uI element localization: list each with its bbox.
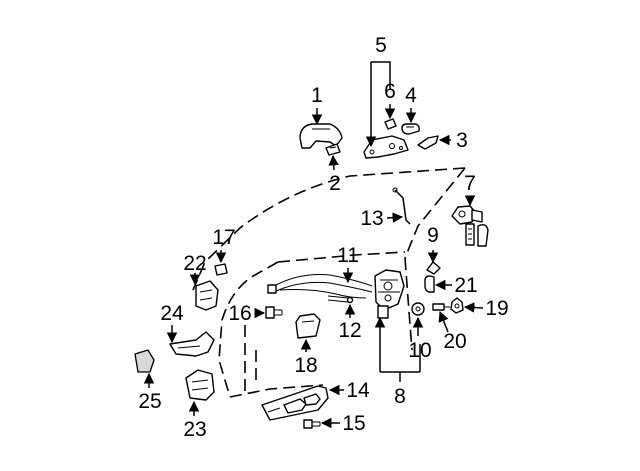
callout-16: 16	[228, 302, 251, 325]
callout-22: 22	[183, 252, 206, 275]
door-outline	[192, 167, 466, 398]
callout-12: 12	[338, 319, 361, 342]
callout-14: 14	[346, 379, 370, 402]
callout-labels: 1 2 3 4 5 6 7 8 9 10 11 12 13 14 15 16 1…	[138, 34, 508, 441]
part-10-washer[interactable]	[411, 302, 425, 316]
callout-25: 25	[138, 390, 161, 413]
part-7-lock-cylinder-and-keys[interactable]	[451, 205, 489, 247]
part-19-striker-clip[interactable]	[450, 297, 464, 314]
callout-18: 18	[294, 354, 317, 377]
part-13-lock-rod[interactable]	[392, 187, 411, 225]
callout-11: 11	[337, 244, 359, 267]
part-24-check-arm[interactable]	[169, 331, 215, 357]
callout-19: 19	[485, 297, 508, 320]
part-20-bolt[interactable]	[432, 303, 450, 311]
callout-21: 21	[454, 274, 477, 297]
part-16-bolt[interactable]	[265, 306, 283, 319]
part-9-clip[interactable]	[426, 261, 441, 275]
callout-2: 2	[329, 172, 341, 195]
part-12-rod[interactable]	[327, 295, 354, 304]
callout-15: 15	[342, 412, 365, 435]
part-3-cover[interactable]	[417, 135, 439, 150]
part-11-cables[interactable]	[267, 274, 373, 299]
part-15-screw[interactable]	[303, 419, 321, 429]
part-18-cover[interactable]	[295, 313, 321, 339]
part-25-bracket[interactable]	[134, 349, 155, 373]
callout-5: 5	[375, 34, 387, 57]
part-8-latch-assembly[interactable]	[374, 269, 405, 319]
part-17-grommet[interactable]	[214, 263, 228, 276]
callout-24: 24	[160, 302, 184, 325]
part-21-bumper[interactable]	[424, 275, 435, 293]
part-2-handle-cap[interactable]	[325, 143, 341, 156]
callout-6: 6	[384, 80, 396, 103]
part-1-outside-handle[interactable]	[299, 123, 343, 149]
callout-20: 20	[443, 330, 466, 353]
part-6-small-clip[interactable]	[384, 118, 397, 130]
callout-1: 1	[311, 84, 323, 107]
part-14-inside-handle[interactable]	[261, 385, 329, 421]
callout-9: 9	[427, 224, 439, 247]
callout-17: 17	[212, 226, 235, 249]
callout-3: 3	[456, 129, 468, 152]
callout-8: 8	[394, 385, 406, 408]
callout-7: 7	[464, 172, 476, 195]
callout-23: 23	[183, 418, 206, 441]
leader-lines	[143, 61, 484, 429]
part-22-upper-hinge[interactable]	[195, 280, 219, 311]
callout-10: 10	[408, 339, 431, 362]
part-23-lower-hinge[interactable]	[185, 369, 215, 401]
part-4-pad[interactable]	[401, 123, 420, 135]
callout-13: 13	[360, 207, 383, 230]
callout-4: 4	[405, 84, 417, 107]
